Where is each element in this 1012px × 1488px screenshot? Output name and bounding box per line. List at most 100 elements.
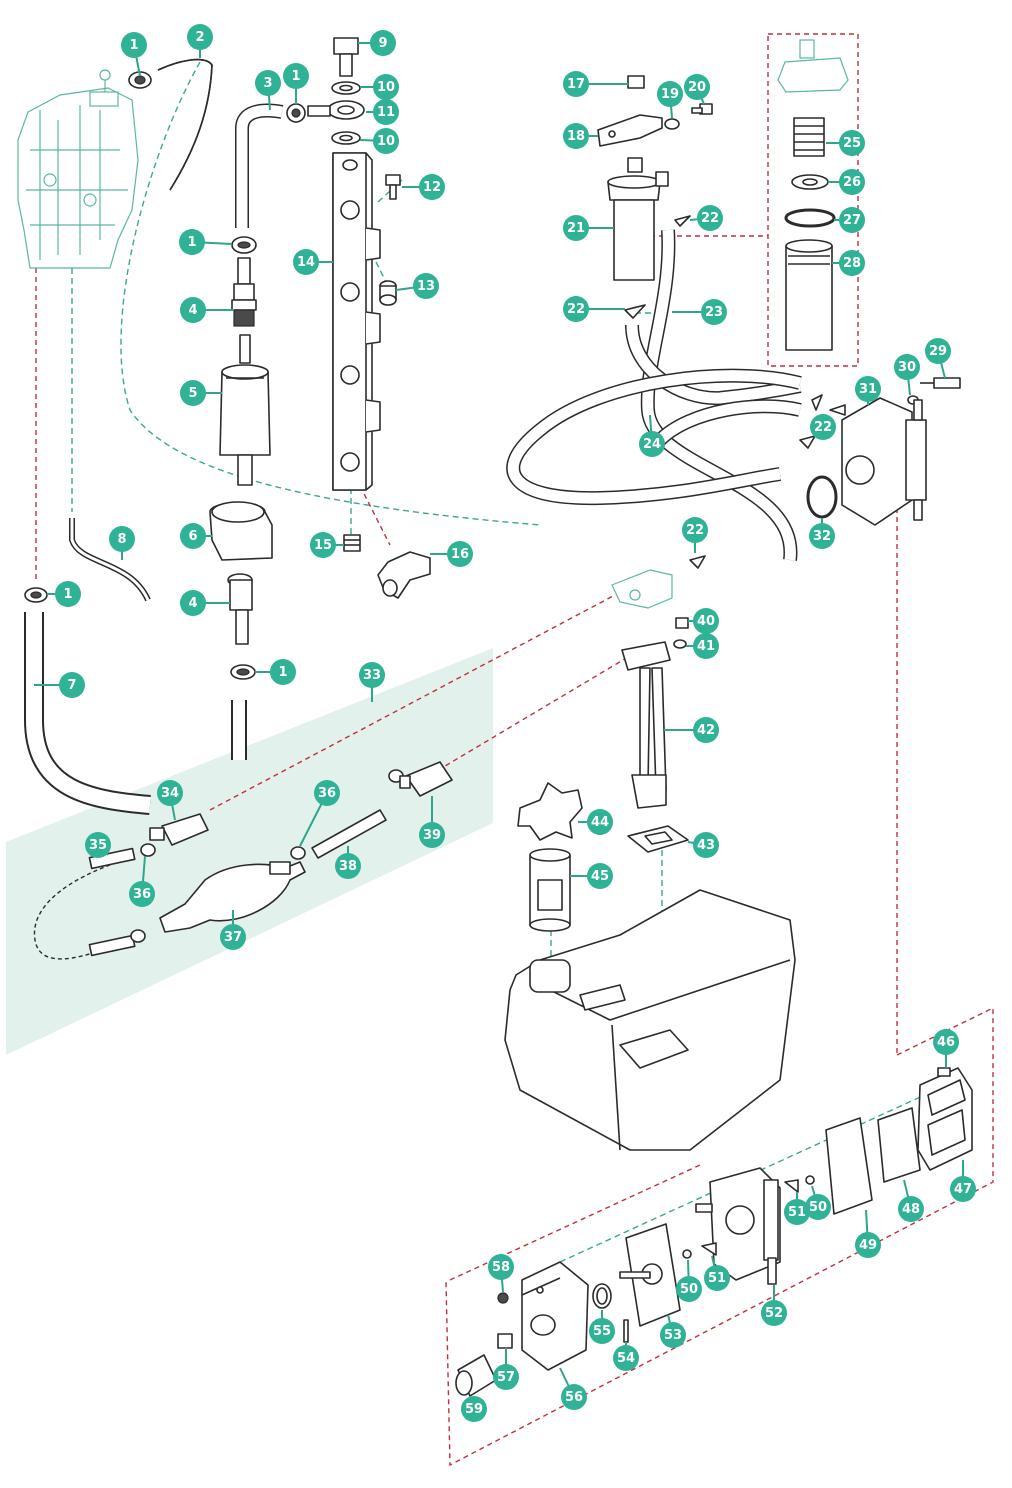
callout-number: 8 [117,532,126,547]
callout-number: 24 [643,437,661,452]
callout-10: 10 [359,128,399,154]
callout-badge [933,1029,959,1055]
callout-badge [693,633,719,659]
callout-number: 33 [363,668,381,683]
callout-4: 4 [180,590,230,616]
fuel-rail-group [307,37,431,599]
callout-10: 10 [360,74,399,100]
callout-badge [129,881,155,907]
callout-8: 8 [109,526,135,560]
callout-25: 25 [826,130,865,156]
callout-16: 16 [430,541,473,567]
callout-badge [419,822,445,848]
callout-number: 1 [129,38,138,53]
tank-connector-ghost [611,569,673,609]
callout-number: 6 [188,529,197,544]
callout-number: 1 [278,665,287,680]
callout-badge [373,128,399,154]
callout-number: 49 [859,1238,877,1253]
callout-badge [809,523,835,549]
callout-31: 31 [855,376,881,405]
callout-badge [359,662,385,688]
callout-number: 37 [224,930,242,945]
callout-number: 42 [697,723,715,738]
callout-19: 19 [657,81,683,119]
callout-badge [461,1396,487,1422]
pump-exploded-group [455,1067,973,1397]
callout-34: 34 [157,780,183,821]
callout-22: 22 [810,414,836,440]
callout-badge [810,414,836,440]
callout-badge [925,338,951,364]
callout-4: 4 [180,297,234,323]
callout-badge [493,1364,519,1390]
callout-42: 42 [664,717,719,743]
callout-number: 36 [318,786,336,801]
callout-36: 36 [129,855,155,907]
callout-28: 28 [832,250,865,276]
callout-number: 40 [697,614,715,629]
callout-number: 57 [497,1370,515,1385]
callout-badge [180,380,206,406]
callout-17: 17 [563,71,628,97]
callout-7: 7 [34,672,85,698]
callout-number: 44 [591,815,609,830]
callout-badge [310,532,336,558]
callout-12: 12 [402,174,445,200]
callout-number: 25 [843,136,861,151]
callout-number: 23 [705,305,723,320]
callout-badge [55,581,81,607]
callout-number: 55 [593,1324,611,1339]
callout-1: 1 [255,659,296,685]
callout-number: 13 [417,279,435,294]
callout-20: 20 [684,74,710,105]
callout-number: 52 [765,1306,783,1321]
callout-number: 35 [89,838,107,853]
callout-22: 22 [689,205,723,231]
callout-24: 24 [639,414,665,457]
callout-32: 32 [809,518,835,549]
callout-badge [121,32,147,58]
callout-48: 48 [898,1179,924,1222]
callout-number: 39 [423,828,441,843]
primer-kit-group [33,761,453,960]
callout-number: 5 [188,386,197,401]
callout-30: 30 [894,354,920,396]
left-hose-group [24,58,306,815]
callout-number: 41 [697,639,715,654]
callout-badge [373,74,399,100]
callout-badge [701,299,727,325]
callout-number: 19 [661,87,679,102]
callout-45: 45 [570,863,613,889]
callout-badge [180,590,206,616]
callout-number: 47 [954,1182,972,1197]
filter-element-exploded [777,39,849,351]
callout-number: 43 [697,838,715,853]
callout-35: 35 [85,832,111,858]
callout-18: 18 [563,123,598,149]
callout-badge [413,273,439,299]
callout-number: 4 [188,303,197,318]
callout-badge [693,717,719,743]
guide-lines [35,33,994,1467]
callout-badge [613,1345,639,1371]
callout-badge [805,1194,831,1220]
callout-number: 51 [788,1205,806,1220]
fuel-tank-group [504,782,796,1151]
callout-14: 14 [293,249,333,275]
callout-badge [563,296,589,322]
callout-23: 23 [672,299,727,325]
callout-badge [839,207,865,233]
callout-51: 51 [704,1255,730,1291]
callout-44: 44 [578,809,613,835]
callout-number: 20 [688,80,706,95]
callout-badge [109,526,135,552]
callout-26: 26 [828,169,865,195]
callout-2: 2 [187,24,213,58]
callout-badge [682,517,708,543]
callout-badge [684,74,710,100]
callout-badge [589,1318,615,1344]
callout-badge [676,1276,702,1302]
callout-badge [761,1300,787,1326]
callout-number: 18 [567,129,585,144]
